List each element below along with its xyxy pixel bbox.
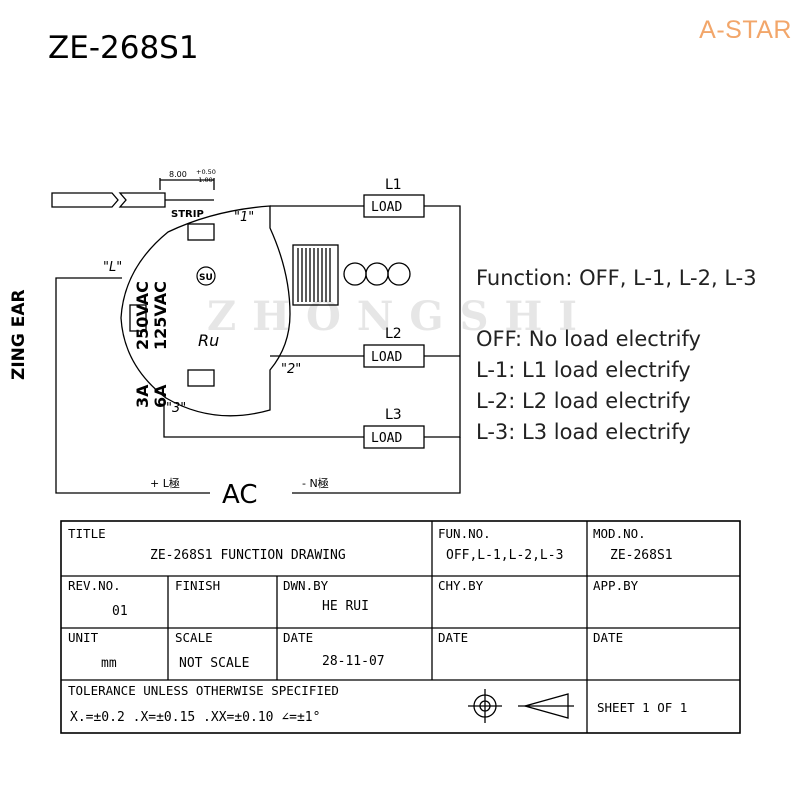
load-box-1 [363, 194, 425, 218]
shaft-thread [297, 248, 331, 302]
load-box-3 [363, 425, 425, 449]
terminal-L-label: "L" [103, 260, 122, 275]
tb-dwn-label: DWN.BY [283, 578, 329, 593]
tb-app-label: APP.BY [593, 578, 639, 593]
wire-strip-right [118, 192, 166, 208]
function-item: L-1: L1 load electrify [476, 358, 691, 382]
csa-mark-text: SU [199, 273, 213, 283]
strip-label: STRIP [171, 209, 204, 220]
wire-L [55, 277, 210, 494]
load1-label: L1 [385, 177, 402, 193]
tb-date3-label: DATE [593, 630, 623, 645]
tb-title-label: TITLE [68, 526, 106, 541]
tb-scale-label: SCALE [175, 630, 213, 645]
switch-shaft [292, 244, 339, 306]
strip-tol-plus: +0.50 [196, 168, 216, 176]
tb-fun-value: OFF,L-1,L-2,L-3 [446, 548, 563, 563]
rating-250vac: 250VAC [133, 281, 152, 350]
n-pole-label: - N極 [302, 476, 329, 490]
load2-text: LOAD [371, 350, 402, 365]
tb-finish-label: FINISH [175, 578, 220, 593]
tb-rev-label: REV.NO. [68, 578, 121, 593]
switch-brand: ZING EAR [9, 289, 29, 380]
tb-unit-value: mm [101, 656, 117, 671]
function-heading: Function: OFF, L-1, L-2, L-3 [476, 266, 757, 290]
l-pole-label: + L極 [150, 476, 180, 490]
tb-sheet: SHEET 1 OF 1 [597, 700, 687, 715]
tb-scale-value: NOT SCALE [179, 656, 249, 671]
tb-rev-value: 01 [112, 604, 128, 619]
pull-chain-bead [387, 262, 411, 286]
tb-unit-label: UNIT [68, 630, 99, 645]
wire-common-right [424, 205, 461, 438]
load-box-2 [363, 344, 425, 368]
switch-body [120, 205, 291, 417]
rating-125vac: 125VAC [151, 281, 170, 350]
current-6a: 6A [151, 384, 170, 408]
tb-tolerance-values: X.=±0.2 .X=±0.15 .XX=±0.10 ∠=±1° [70, 710, 320, 725]
tb-chy-label: CHY.BY [438, 578, 484, 593]
wire-N [292, 437, 461, 494]
tb-date-value: 28-11-07 [322, 654, 385, 669]
load1-text: LOAD [371, 200, 402, 215]
tb-mod-value: ZE-268S1 [610, 548, 673, 563]
load3-text: LOAD [371, 431, 402, 446]
csa-mark-icon [196, 266, 216, 286]
strip-tol-minus: -1.00 [196, 176, 213, 184]
tb-dwn-value: HE RUI [322, 599, 369, 614]
function-item: OFF: No load electrify [476, 327, 701, 351]
terminal-L-pad [129, 304, 147, 332]
function-item: L-2: L2 load electrify [476, 389, 691, 413]
terminal-3-label: "3" [166, 401, 186, 416]
tb-title-value: ZE-268S1 FUNCTION DRAWING [150, 548, 346, 563]
tb-mod-label: MOD.NO. [593, 526, 646, 541]
wire-3 [163, 400, 364, 438]
ac-label: AC [222, 480, 257, 510]
strip-dim-label: 8.00 [169, 170, 187, 179]
tb-date-label: DATE [283, 630, 313, 645]
terminal-1-label: "1" [234, 210, 254, 225]
pull-chain-bead [365, 262, 389, 286]
terminal-2-pad [187, 369, 215, 387]
terminal-2-label: "2" [281, 362, 301, 377]
pull-chain-bead [343, 262, 367, 286]
brand-logo: A-STAR [699, 16, 792, 44]
title-block-frame [60, 520, 741, 734]
tb-fun-label: FUN.NO. [438, 526, 491, 541]
current-3a: 3A [133, 384, 152, 408]
function-item: L-3: L3 load electrify [476, 420, 691, 444]
wire-strip-left [51, 192, 119, 208]
terminal-1-pad [187, 223, 215, 241]
tb-tolerance-label: TOLERANCE UNLESS OTHERWISE SPECIFIED [68, 683, 339, 698]
load2-label: L2 [385, 326, 402, 342]
ul-mark-icon: Ru [198, 331, 219, 350]
watermark: ZHONGSHI [207, 293, 593, 340]
page-title: ZE-268S1 [48, 30, 199, 66]
tb-date2-label: DATE [438, 630, 468, 645]
load3-label: L3 [385, 407, 402, 423]
